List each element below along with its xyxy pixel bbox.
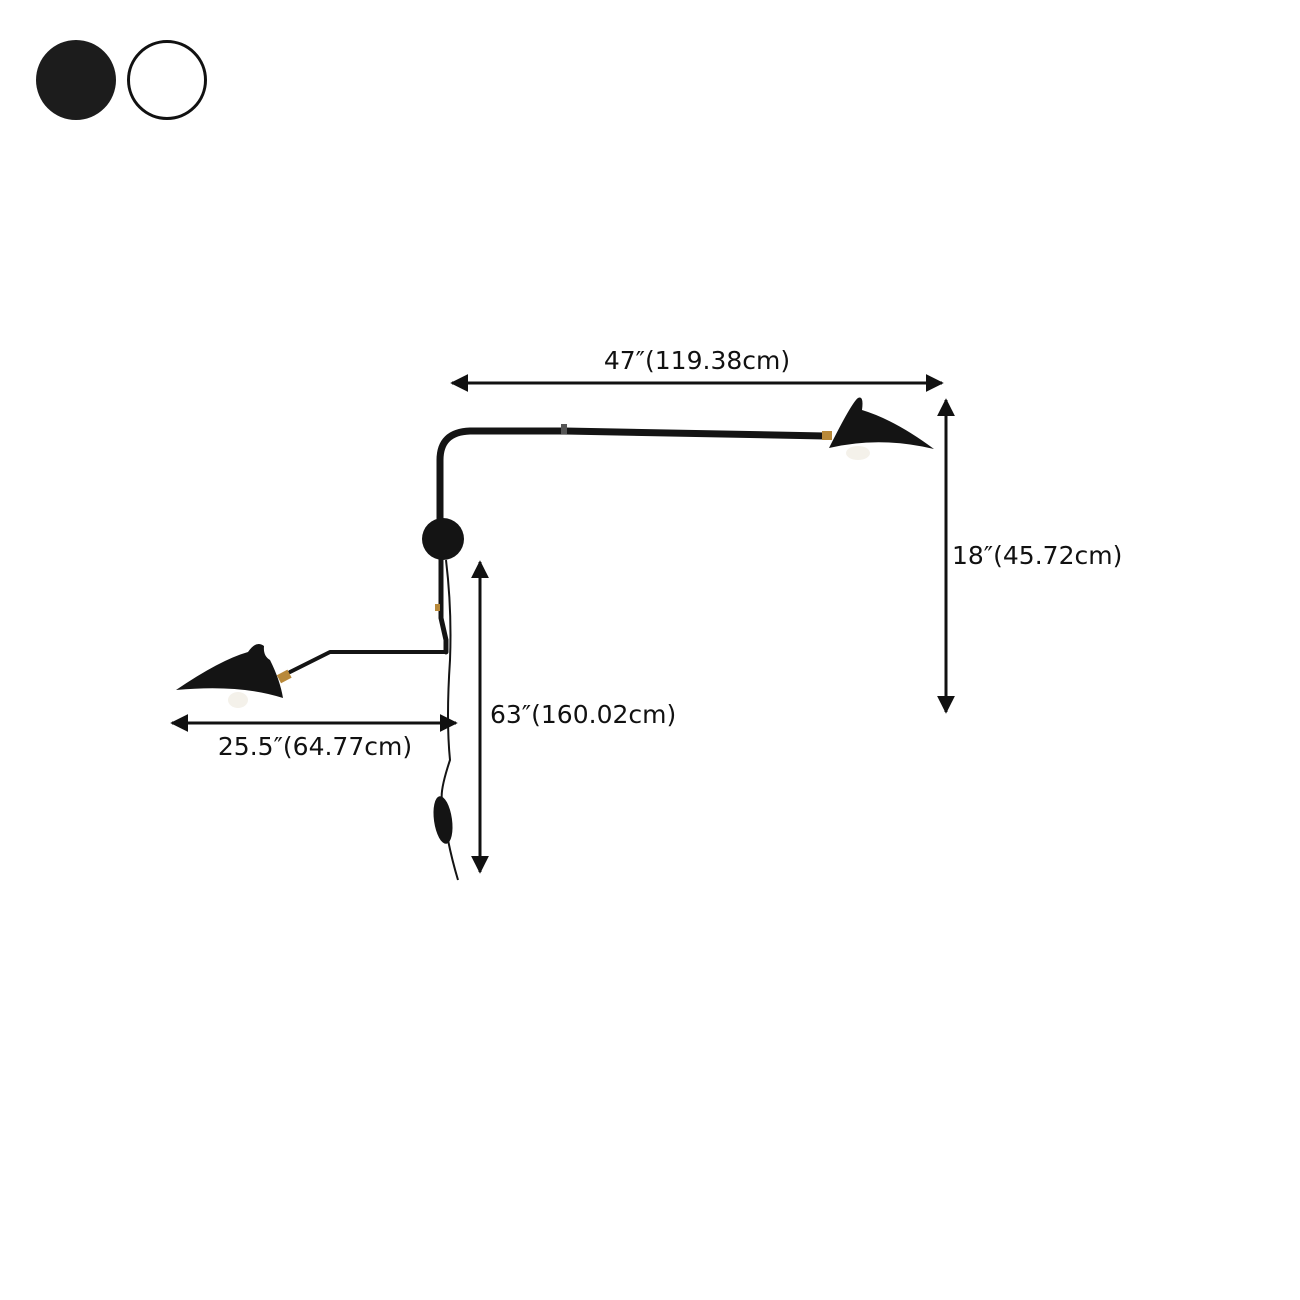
wall-lamp-illustration bbox=[176, 397, 934, 881]
lower-arm-width-label: 25.5″(64.77cm) bbox=[218, 732, 412, 761]
power-cord bbox=[440, 559, 459, 881]
upper-lamp-shade bbox=[829, 397, 934, 449]
lower-lamp-shade bbox=[176, 644, 283, 698]
pole-joint bbox=[435, 604, 440, 611]
upper-lamp-bulb bbox=[846, 446, 870, 460]
lower-lamp-brass-joint bbox=[276, 669, 292, 684]
cord-switch-icon bbox=[433, 796, 453, 844]
color-swatch-white[interactable] bbox=[127, 40, 207, 120]
color-swatch-black[interactable] bbox=[36, 40, 116, 120]
lower-lamp-head bbox=[176, 644, 292, 708]
wall-plate bbox=[422, 518, 464, 560]
lower-lamp-bulb bbox=[228, 692, 248, 708]
upper-arm bbox=[436, 427, 829, 544]
dimension-arrows bbox=[170, 374, 955, 874]
upper-arm-rod bbox=[564, 430, 831, 439]
total-width-label: 47″(119.38cm) bbox=[604, 346, 790, 375]
upper-lamp-brass-joint bbox=[822, 431, 832, 440]
vertical-pole bbox=[438, 552, 449, 655]
cord-height-label: 63″(160.02cm) bbox=[490, 700, 676, 729]
upper-lamp-head bbox=[822, 397, 934, 460]
lower-arm bbox=[288, 650, 448, 674]
upper-height-label: 18″(45.72cm) bbox=[952, 541, 1122, 570]
upper-arm-joint bbox=[561, 424, 567, 434]
